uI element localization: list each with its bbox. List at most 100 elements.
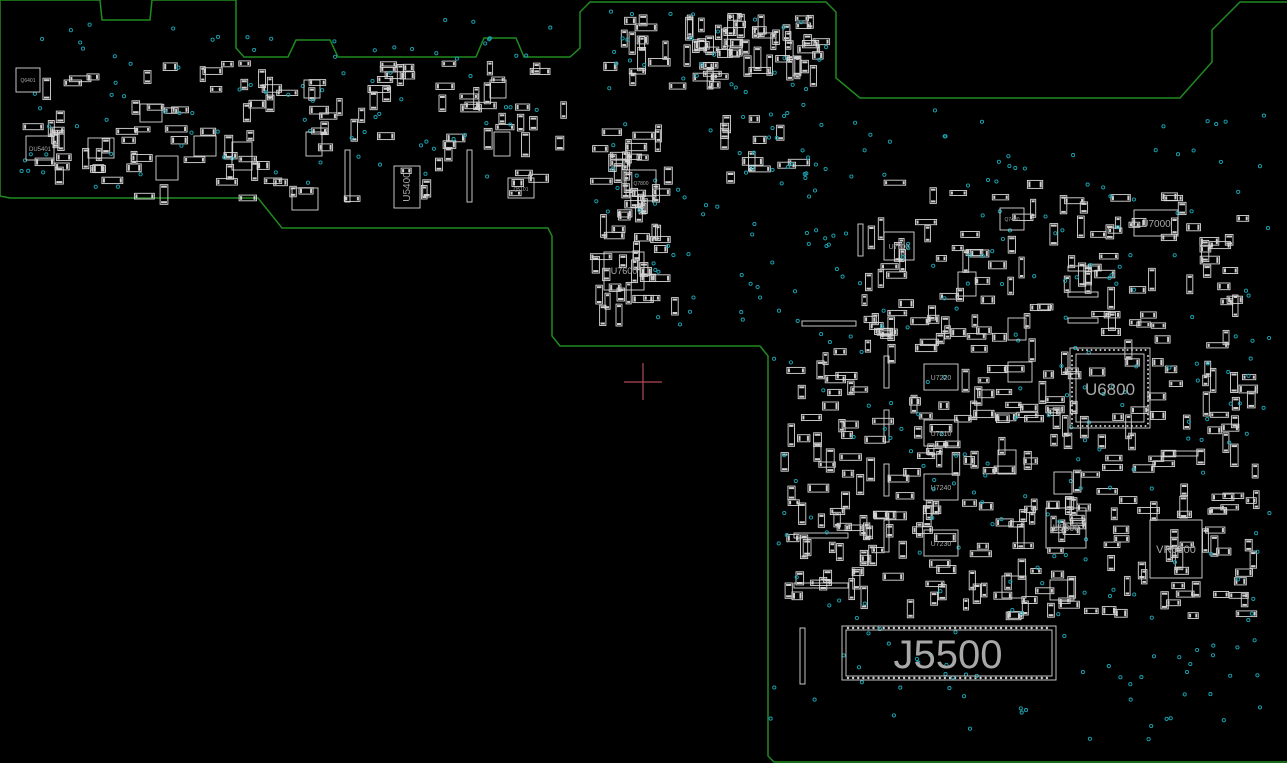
passive-pad — [852, 569, 861, 590]
via — [607, 86, 612, 91]
via — [1205, 119, 1210, 124]
connector-pin — [984, 676, 987, 680]
chip-u7230[interactable]: U7230 — [923, 529, 959, 557]
via — [947, 686, 952, 691]
bga-pin — [1135, 349, 1138, 351]
via — [370, 78, 375, 84]
passive-pad — [1024, 415, 1044, 423]
passive-pad — [1238, 384, 1259, 394]
bga-pin — [1071, 395, 1073, 398]
passive-pad — [752, 26, 767, 35]
connector-pin — [1025, 626, 1028, 630]
passive-pad — [369, 91, 378, 111]
passive-pad — [722, 115, 731, 134]
regulator-vr6800[interactable]: VR6800 — [1149, 519, 1203, 579]
connector-strip — [1067, 291, 1099, 298]
passive-pad — [1217, 282, 1231, 291]
via — [1182, 692, 1187, 697]
passive-pad — [995, 388, 1013, 396]
transistor-q7800[interactable]: Q7800 — [625, 169, 657, 197]
passive-pad — [638, 14, 648, 27]
via — [1214, 122, 1219, 127]
bga-pin — [1147, 413, 1149, 416]
passive-pad — [225, 164, 235, 180]
bga-pin — [1147, 382, 1149, 384]
chip-u7210[interactable]: U7210 — [923, 419, 959, 447]
via — [776, 541, 781, 546]
via — [1010, 607, 1015, 613]
via — [808, 515, 814, 520]
transistor-q7400[interactable]: Q7400 — [999, 207, 1025, 231]
chip-u7000[interactable]: U7000 — [1133, 209, 1179, 237]
via — [1063, 315, 1068, 320]
passive-pad — [89, 165, 106, 173]
transistor-q5101[interactable]: Q5101 — [507, 177, 535, 199]
connector-strip — [1067, 317, 1099, 324]
via — [886, 641, 891, 646]
via — [651, 261, 656, 266]
passive-pad — [1020, 403, 1039, 412]
passive-pad — [1028, 338, 1036, 362]
via — [994, 179, 999, 184]
via — [163, 109, 168, 114]
chip-u7240[interactable]: U7240 — [923, 473, 959, 501]
via — [1110, 384, 1115, 389]
passive-pad — [509, 190, 522, 197]
passive-pad — [261, 84, 283, 93]
connector-pin — [943, 676, 947, 680]
chip-u7600[interactable]: U7600 — [603, 251, 645, 291]
chip-u7220[interactable]: U7220 — [923, 363, 959, 391]
passive-pad — [1079, 415, 1089, 439]
passive-pad — [1005, 401, 1022, 408]
passive-pad — [662, 40, 669, 60]
via — [1168, 716, 1173, 721]
passive-pad — [668, 82, 687, 90]
passive-pad — [1047, 602, 1055, 618]
connector-pin — [1025, 676, 1028, 680]
passive-pad — [910, 394, 918, 414]
via — [741, 114, 746, 120]
passive-pad — [1187, 612, 1199, 619]
via — [112, 54, 117, 59]
via — [615, 185, 620, 191]
via — [1078, 486, 1083, 491]
chip-u7500[interactable]: U7500 — [883, 231, 915, 261]
passive-pad — [671, 297, 679, 316]
via — [1184, 669, 1190, 675]
chip-u5300[interactable]: U5300 — [1045, 507, 1087, 549]
passive-pad — [1199, 245, 1212, 253]
connector-pin — [1020, 626, 1023, 630]
passive-pad — [336, 98, 343, 116]
bga-pin — [1090, 349, 1093, 351]
via — [990, 249, 995, 254]
via — [1246, 293, 1251, 298]
transistor-q6401[interactable]: Q6401 — [15, 67, 41, 93]
passive-pad — [797, 384, 806, 400]
connector-pin — [984, 626, 987, 630]
via — [122, 94, 127, 99]
passive-pad — [1051, 570, 1065, 579]
connector-strip — [466, 149, 473, 203]
via — [189, 130, 194, 135]
bga-pin — [1144, 349, 1147, 351]
connector-j5500[interactable]: J5500 — [841, 625, 1057, 681]
via — [634, 173, 639, 178]
passive-pad — [1132, 464, 1155, 473]
passive-pad — [935, 333, 945, 345]
bga-pin — [1071, 386, 1073, 389]
chip-du5401[interactable]: DU5401 — [25, 135, 55, 161]
passive-pad — [934, 440, 947, 448]
via — [87, 22, 92, 27]
u7240-label: U7240 — [931, 485, 952, 492]
via — [1000, 236, 1005, 242]
bga-pin — [1117, 349, 1120, 351]
chip-u6800[interactable]: U6800 — [1069, 347, 1151, 429]
via — [1018, 386, 1023, 391]
connector-pin — [974, 626, 977, 630]
passive-pad — [974, 386, 983, 406]
passive-pad — [444, 146, 453, 162]
connector-pin — [1030, 676, 1033, 680]
chip-u5400[interactable]: U5400 — [393, 165, 421, 209]
via — [1063, 278, 1068, 283]
